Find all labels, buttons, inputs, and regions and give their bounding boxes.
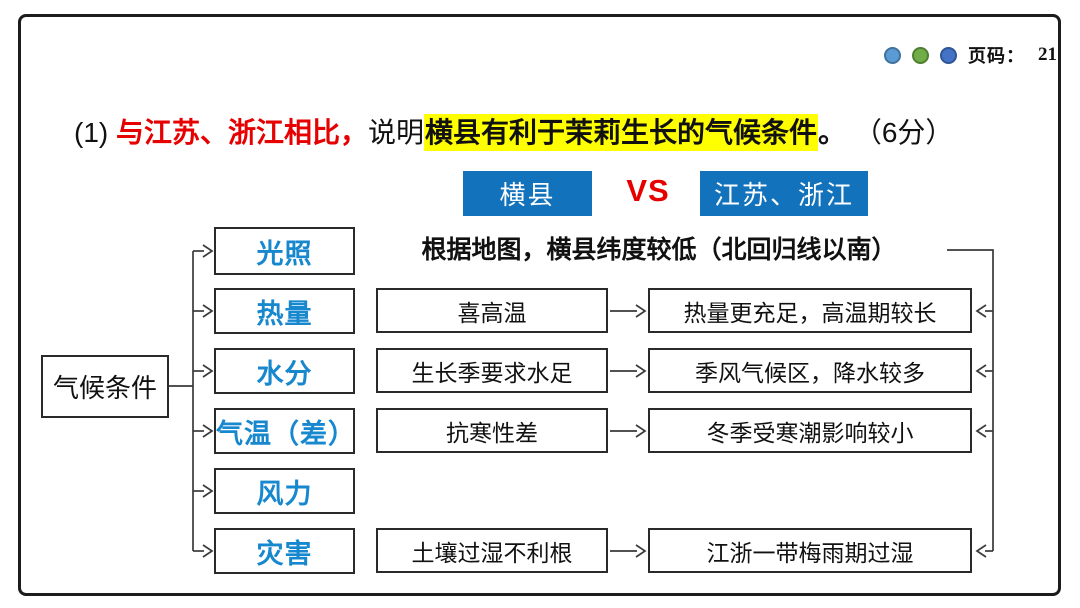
page-info: 页码： 21: [884, 42, 1057, 68]
title-highlighted-text: 横县有利于茉莉生长的气候条件: [424, 114, 819, 151]
page-number-value: 21: [1038, 44, 1057, 65]
advantage-box-monsoon-rain: 季风气候区，降水较多: [648, 348, 972, 393]
decorative-dot-icon: [940, 46, 957, 64]
latitude-note-text: 根据地图，横县纬度较低（北回归线以南）: [421, 236, 897, 264]
hengxian-header-box: 横县: [463, 171, 592, 216]
trait-box-likes-heat: 喜高温: [376, 288, 608, 333]
vs-label: VS: [626, 173, 670, 208]
title-red-compare-text: 与江苏、浙江相比，: [116, 117, 369, 148]
title-prefix: (1): [74, 117, 116, 148]
title-score-text: （6分）: [846, 117, 954, 148]
title-mid-text: 说明: [368, 117, 425, 148]
jiangsu-zhejiang-header-box: 江苏、浙江: [700, 171, 868, 216]
category-box-disaster: 灾害: [214, 528, 355, 574]
root-node-climate-conditions: 气候条件: [41, 355, 169, 418]
title-period: 。: [818, 117, 847, 148]
category-box-water: 水分: [214, 348, 355, 394]
advantage-box-plum-rain-wet: 江浙一带梅雨期过湿: [648, 528, 972, 573]
page-number-label: 页码：: [968, 46, 1025, 66]
category-box-temperature: 气温（差）: [214, 408, 355, 454]
category-box-heat: 热量: [214, 288, 355, 334]
trait-box-needs-water: 生长季要求水足: [376, 348, 608, 393]
question-title: (1) 与江苏、浙江相比，说明横县有利于茉莉生长的气候条件。 （6分）: [74, 112, 1024, 154]
advantage-box-less-coldwave: 冬季受寒潮影响较小: [648, 408, 972, 453]
trait-box-wet-soil-harm: 土壤过湿不利根: [376, 528, 608, 573]
category-box-wind: 风力: [214, 468, 355, 514]
category-box-sunlight: 光照: [214, 227, 355, 275]
decorative-dot-icon: [912, 46, 929, 64]
trait-box-cold-intolerant: 抗寒性差: [376, 408, 608, 453]
advantage-box-more-heat: 热量更充足，高温期较长: [648, 288, 972, 333]
decorative-dot-icon: [884, 46, 901, 64]
